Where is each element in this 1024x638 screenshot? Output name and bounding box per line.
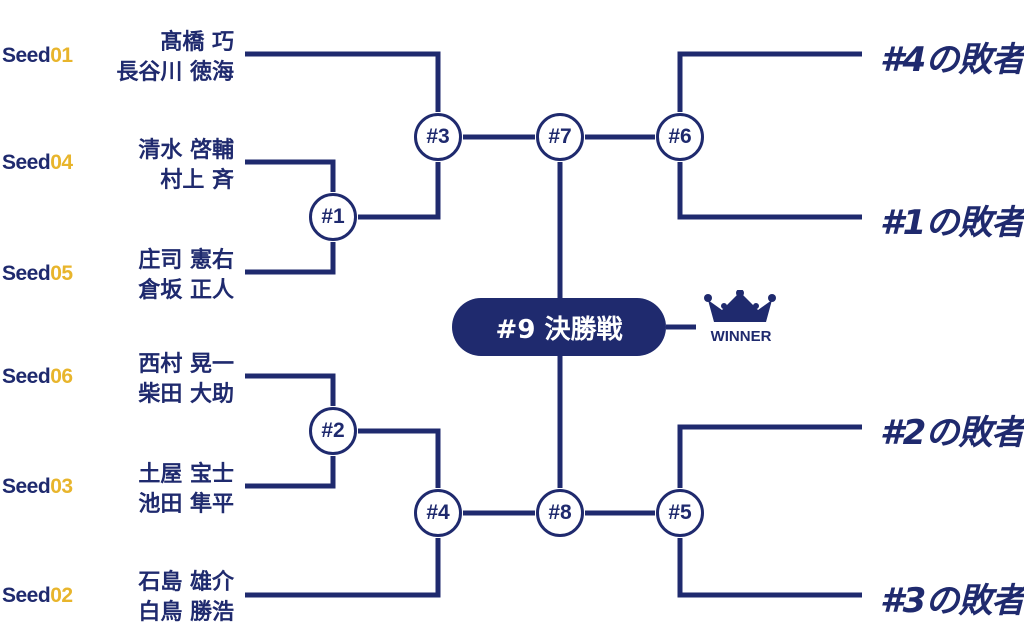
loser-label-1: #1の敗者	[880, 203, 1024, 243]
match-node-6: #6	[656, 113, 704, 161]
team-5: 土屋 宝士池田 隼平	[138, 460, 234, 520]
match-node-2: #2	[309, 407, 357, 455]
seed-text: Seed	[2, 151, 51, 174]
match-node-5: #5	[656, 489, 704, 537]
seed-number: 06	[50, 365, 73, 388]
seed-text: Seed	[2, 365, 51, 388]
player-name: 長谷川 徳海	[116, 60, 234, 85]
seed-text: Seed	[2, 44, 51, 67]
player-name: 村上 斉	[160, 168, 234, 193]
seed-label-3: Seed05	[2, 262, 73, 286]
final-match-pill: #9 決勝戦	[452, 298, 666, 356]
seed-text: Seed	[2, 475, 51, 498]
team-6: 石島 雄介白鳥 勝浩	[138, 568, 234, 628]
match-node-8: #8	[536, 489, 584, 537]
player-name: 土屋 宝士	[138, 462, 234, 487]
winner-label: WINNER	[710, 328, 772, 345]
player-name: 倉坂 正人	[138, 278, 234, 303]
team-2: 清水 啓輔村上 斉	[138, 136, 234, 196]
loser-label-2: #2の敗者	[880, 413, 1024, 453]
match-node-1: #1	[309, 193, 357, 241]
team-1: 髙橋 巧長谷川 徳海	[116, 28, 234, 88]
player-name: 石島 雄介	[138, 570, 234, 595]
seed-number: 02	[50, 584, 73, 607]
seed-text: Seed	[2, 584, 51, 607]
seed-number: 01	[50, 44, 73, 67]
seed-label-1: Seed01	[2, 44, 73, 68]
seed-number: 05	[50, 262, 73, 285]
match-node-7: #7	[536, 113, 584, 161]
seed-number: 04	[50, 151, 73, 174]
player-name: 庄司 憲右	[138, 248, 234, 273]
seed-label-4: Seed06	[2, 365, 73, 389]
player-name: 柴田 大助	[138, 382, 234, 407]
seed-number: 03	[50, 475, 73, 498]
seed-label-5: Seed03	[2, 475, 73, 499]
match-node-4: #4	[414, 489, 462, 537]
seed-label-6: Seed02	[2, 584, 73, 608]
team-3: 庄司 憲右倉坂 正人	[138, 246, 234, 306]
player-name: 池田 隼平	[138, 492, 234, 517]
player-name: 髙橋 巧	[160, 30, 234, 55]
team-4: 西村 晃一柴田 大助	[138, 350, 234, 410]
seed-label-2: Seed04	[2, 151, 73, 175]
player-name: 清水 啓輔	[138, 138, 234, 163]
crown-icon	[704, 290, 776, 322]
loser-label-3: #3の敗者	[880, 581, 1024, 621]
loser-label-4: #4の敗者	[880, 40, 1024, 80]
seed-text: Seed	[2, 262, 51, 285]
player-name: 白鳥 勝浩	[138, 600, 234, 625]
player-name: 西村 晃一	[138, 352, 234, 377]
match-node-3: #3	[414, 113, 462, 161]
